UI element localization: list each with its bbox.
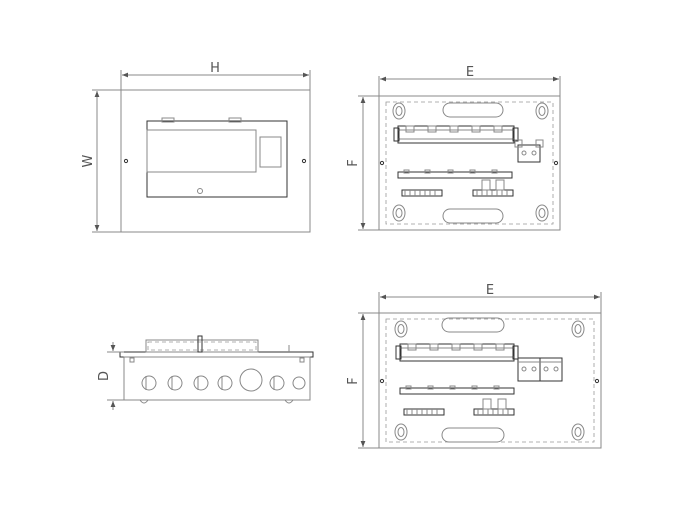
side-top-flange xyxy=(119,351,314,358)
busbars-top xyxy=(397,169,514,197)
side-feet xyxy=(129,357,305,404)
front-cover-panel xyxy=(146,120,288,198)
cable-slot-top-large xyxy=(441,317,505,333)
front-enclosure-outline xyxy=(120,89,311,233)
hinge-right xyxy=(228,117,242,123)
hinge-left xyxy=(161,117,175,123)
mounting-holes-bottom xyxy=(379,317,600,443)
cable-slot-top xyxy=(442,102,504,118)
dimension-label-w: W xyxy=(81,154,96,167)
back-view-bottom: E F xyxy=(346,283,602,449)
dimension-label-f-bottom: F xyxy=(346,377,361,384)
cable-slot-bottom xyxy=(442,208,504,224)
din-rail-top xyxy=(393,125,519,144)
din-rail-bottom xyxy=(395,343,519,362)
dimension-label-h: H xyxy=(210,61,220,76)
knockout-holes xyxy=(141,368,306,392)
dimension-label-e-bottom: E xyxy=(486,283,494,298)
front-view: H W xyxy=(81,61,311,233)
terminal-blocks-bottom xyxy=(517,357,563,382)
dimension-label-d: D xyxy=(97,371,112,381)
lock-icon xyxy=(197,188,203,194)
dimension-label-f-top: F xyxy=(346,159,361,166)
screw-left-icon xyxy=(123,158,129,164)
dimension-label-e-top: E xyxy=(466,65,474,80)
breaker-window xyxy=(146,129,257,173)
side-view: D xyxy=(97,335,314,410)
screw-right-icon xyxy=(301,158,307,164)
side-latch xyxy=(197,335,203,353)
meter-window xyxy=(259,136,282,168)
back-plate-outline-large xyxy=(378,312,602,449)
mounting-holes-top xyxy=(379,102,559,224)
back-plate-outline xyxy=(378,95,561,231)
cable-slot-bottom-large xyxy=(441,427,505,443)
side-body xyxy=(123,356,311,401)
terminal-block-top xyxy=(514,139,544,163)
back-view-top: E F xyxy=(346,65,561,231)
busbars-bottom xyxy=(399,385,515,416)
